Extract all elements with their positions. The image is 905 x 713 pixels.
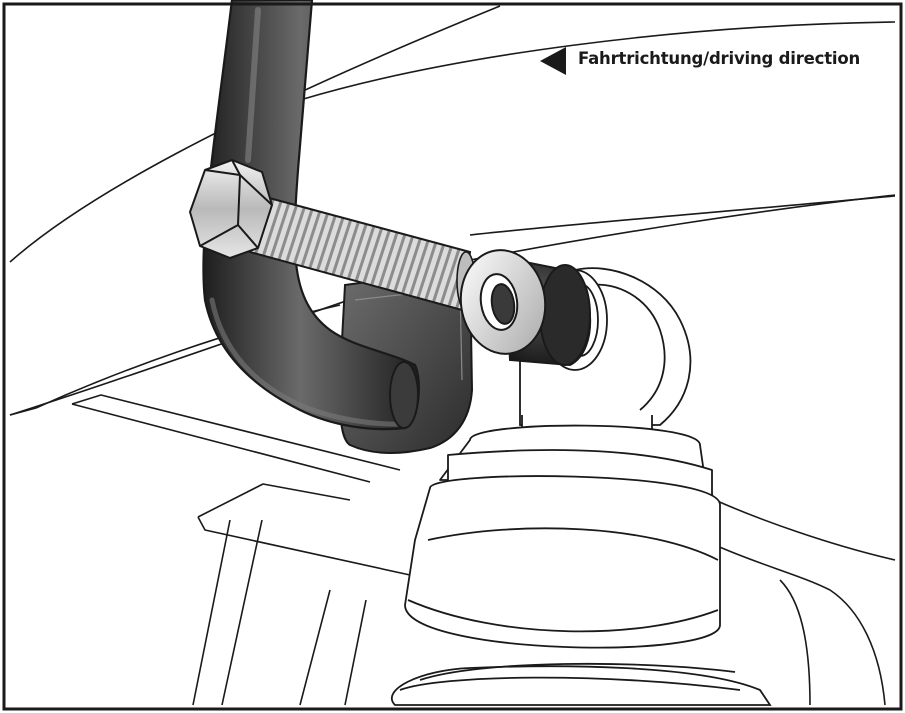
coil-spring xyxy=(391,662,772,706)
shock-body xyxy=(404,415,721,649)
hex-bolt-head xyxy=(189,159,273,259)
washer xyxy=(459,249,547,355)
direction-arrow-icon xyxy=(540,47,566,75)
driving-direction-label: Fahrtrichtung/driving direction xyxy=(578,49,861,68)
stabilizer-bar xyxy=(202,0,420,431)
